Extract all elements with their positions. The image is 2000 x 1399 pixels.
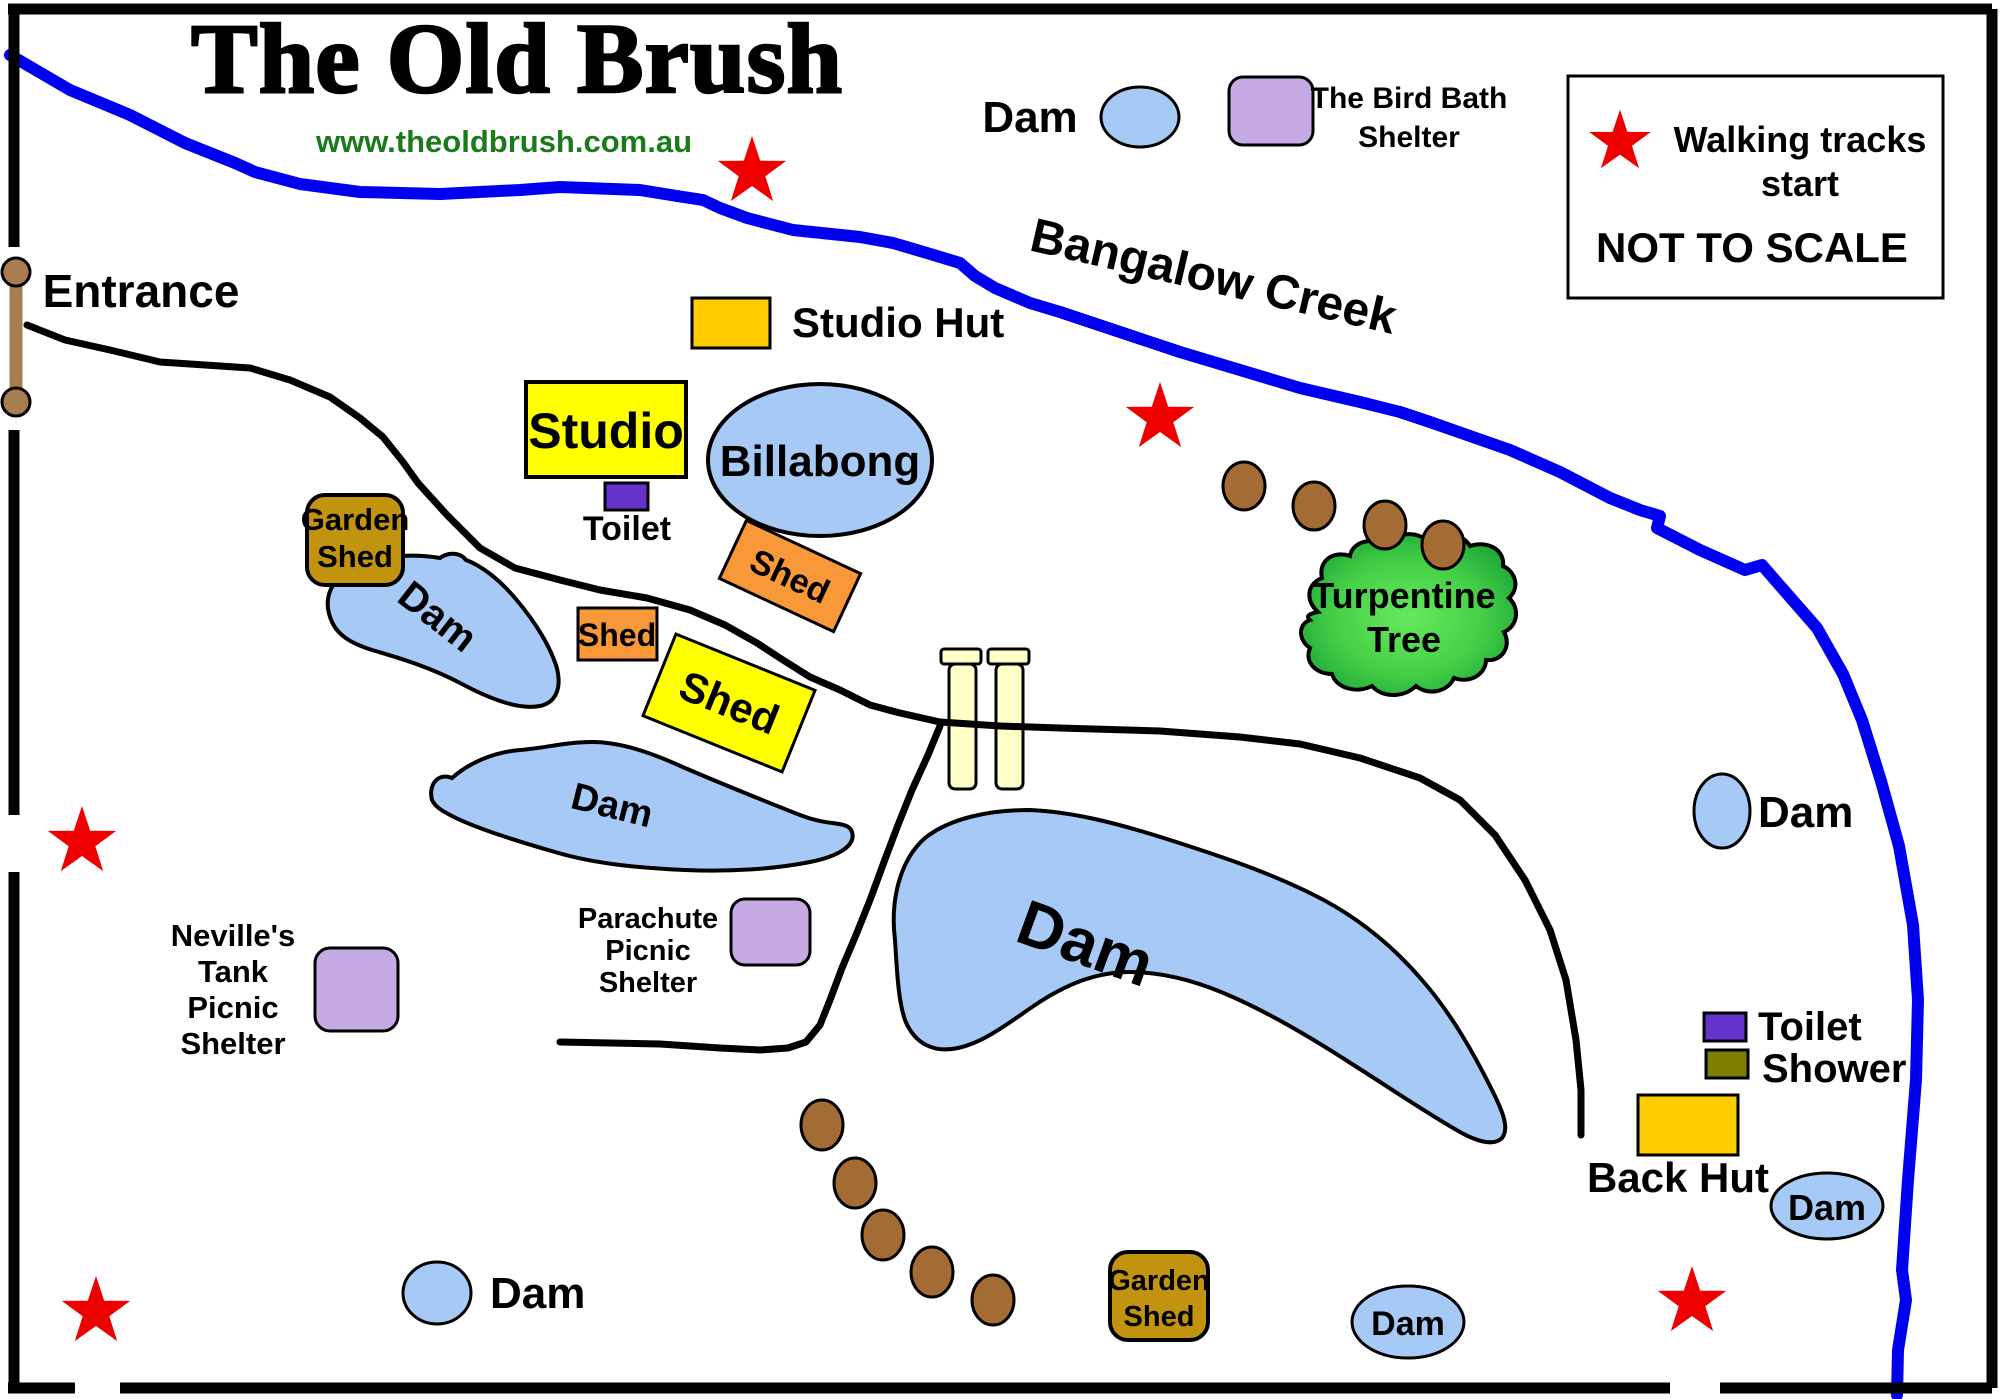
legend-box xyxy=(1566,74,1945,300)
dam-bottom-middle-label: Dam xyxy=(1371,1305,1445,1343)
parachute-shelter xyxy=(729,897,812,967)
dam-back-hut-label: Dam xyxy=(1788,1187,1866,1228)
walking-track-star-icon xyxy=(47,806,117,872)
back-hut-label: Back Hut xyxy=(1587,1154,1769,1201)
neville-shelter-line2: Tank xyxy=(198,954,269,989)
dam-bottom-middle-water xyxy=(1350,1284,1466,1360)
legend-bird-bath-line2: Shelter xyxy=(1358,121,1460,154)
legend-bird-bath-line1: The Bird Bath xyxy=(1311,82,1508,115)
bangalow-creek-line xyxy=(4,49,1924,1399)
neville-tank-shelter xyxy=(313,946,400,1033)
shower-label: Shower xyxy=(1762,1047,1906,1091)
branch-track-line xyxy=(556,722,944,1054)
dam-legend-water xyxy=(1099,85,1181,149)
gate-pillars-icon xyxy=(939,647,1031,791)
dam-blob-lower xyxy=(429,739,855,873)
walking-track-star-icon xyxy=(61,1276,131,1342)
shower-building xyxy=(1704,1048,1750,1080)
legend-scale-note: NOT TO SCALE xyxy=(1596,224,1908,271)
toilet-back-label: Toilet xyxy=(1758,1005,1862,1049)
garden-shed-bottom-line2: Shed xyxy=(1124,1301,1195,1333)
shed-yellow-building xyxy=(641,632,817,774)
neville-shelter-line4: Shelter xyxy=(180,1026,285,1061)
walking-track-star-icon xyxy=(1125,382,1195,448)
toilet-back-building xyxy=(1702,1011,1748,1043)
entrance-label: Entrance xyxy=(43,265,240,317)
walking-track-stars xyxy=(47,136,1727,1342)
turpentine-tree-line1: Turpentine xyxy=(1312,575,1495,616)
toilet-studio-label: Toilet xyxy=(583,510,671,548)
studio-hut-building xyxy=(690,296,772,350)
bird-bath-shelter-legend xyxy=(1227,75,1315,147)
garden-shed-bottom-building xyxy=(1108,1250,1210,1342)
entrance-gate-icon xyxy=(0,256,32,418)
dam-bottom-left-water xyxy=(401,1260,473,1326)
billabong-label: Billabong xyxy=(720,437,920,486)
shed-orange-b-label: Shed xyxy=(578,617,656,653)
dam-back-hut-water xyxy=(1769,1171,1885,1241)
neville-shelter-line1: Neville's xyxy=(171,918,296,953)
track-marker-dots-lower xyxy=(799,1098,1016,1327)
garden-shed-top-line1: Garden xyxy=(301,502,410,537)
legend-walking-line2: start xyxy=(1761,163,1839,204)
parachute-shelter-line1: Parachute xyxy=(578,903,718,935)
garden-shed-bottom-line1: Garden xyxy=(1108,1265,1210,1297)
studio-label: Studio xyxy=(528,403,684,459)
website-url: www.theoldbrush.com.au xyxy=(315,124,692,159)
walking-track-star-icon xyxy=(717,136,787,202)
dam-bottom-left-label: Dam xyxy=(490,1269,585,1318)
walking-track-star-icon xyxy=(1657,1266,1727,1332)
legend-star-icon xyxy=(1589,109,1651,169)
garden-shed-top-building xyxy=(305,493,405,587)
legend-dam-label: Dam xyxy=(982,93,1077,142)
track-marker-dots-upper xyxy=(1221,460,1466,571)
dam-right-water xyxy=(1692,772,1752,850)
toilet-studio-building xyxy=(603,481,650,512)
billabong-water xyxy=(706,382,934,538)
main-track-line xyxy=(23,321,1585,1139)
dam-big-water xyxy=(891,807,1508,1145)
garden-shed-top-line2: Shed xyxy=(317,539,393,574)
back-hut-building xyxy=(1636,1093,1740,1157)
map-title: The Old Brush xyxy=(191,3,843,114)
turpentine-tree-line2: Tree xyxy=(1367,619,1441,660)
shed-orange-b-building xyxy=(576,606,659,662)
studio-building xyxy=(524,380,688,479)
dam-right-label: Dam xyxy=(1758,788,1853,837)
parachute-shelter-line3: Shelter xyxy=(599,967,697,999)
legend-walking-line1: Walking tracks xyxy=(1674,119,1927,160)
map-border xyxy=(8,3,1998,1394)
parachute-shelter-line2: Picnic xyxy=(605,935,690,967)
shed-orange-a-building xyxy=(717,518,863,634)
studio-hut-label: Studio Hut xyxy=(792,299,1004,346)
neville-shelter-line3: Picnic xyxy=(187,990,278,1025)
